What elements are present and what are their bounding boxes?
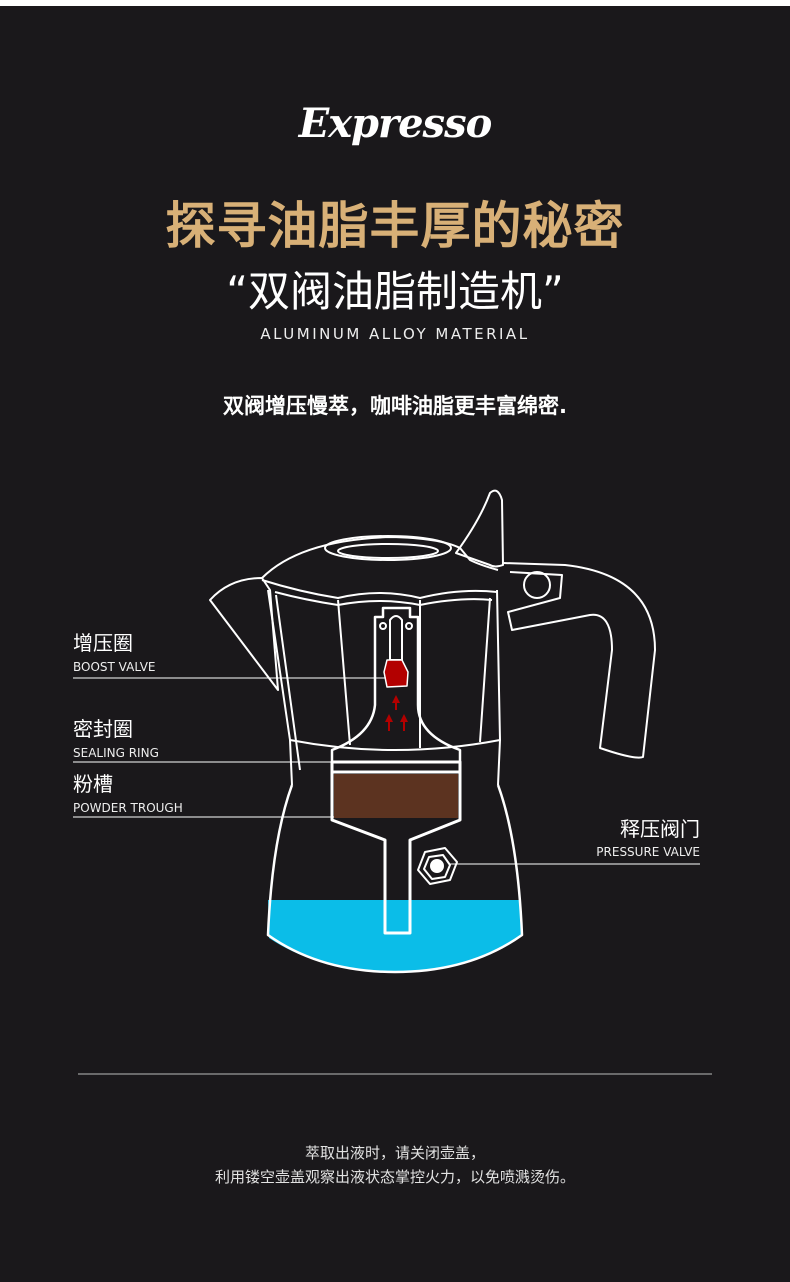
brand-logo: Expresso (298, 100, 493, 147)
pressure-label-en: PRESSURE VALVE (596, 845, 700, 859)
powder-label-en: POWDER TROUGH (73, 801, 183, 815)
boost-label-en: BOOST VALVE (73, 660, 155, 674)
powder-label-cn: 粉槽 (73, 772, 113, 796)
footer-line-2: 利用镂空壶盖观察出液状态掌控火力，以免喷溅烫伤。 (215, 1168, 575, 1186)
pressure-label-cn: 释压阀门 (620, 817, 700, 841)
coffee-grounds (334, 774, 458, 818)
seal-label-en: SEALING RING (73, 746, 159, 760)
headline: 探寻油脂丰厚的秘密 (165, 197, 625, 255)
boost-label-cn: 增压圈 (73, 631, 133, 655)
handle (502, 562, 656, 759)
pressure-arrows-icon (385, 695, 408, 731)
lid-opening (324, 535, 452, 561)
pour-spout (209, 577, 279, 691)
lid (261, 536, 499, 579)
water-fill (268, 900, 522, 972)
seal-label-cn: 密封圈 (73, 717, 133, 741)
subheadline: “双阀油脂制造机” (226, 267, 564, 316)
lower-chamber (266, 784, 524, 974)
valve-housing (330, 606, 462, 764)
boost-valve (383, 659, 409, 688)
top-strip (0, 0, 790, 6)
pressure-valve-icon (417, 847, 458, 885)
upper-chamber (267, 589, 501, 751)
footer-line-1: 萃取出液时，请关闭壶盖， (305, 1144, 485, 1162)
lid-knob (455, 489, 504, 568)
tagline: 双阀增压慢萃，咖啡油脂更丰富绵密. (223, 394, 567, 418)
material-caption: ALUMINUM ALLOY MATERIAL (260, 325, 530, 343)
powder-trough (330, 760, 462, 935)
